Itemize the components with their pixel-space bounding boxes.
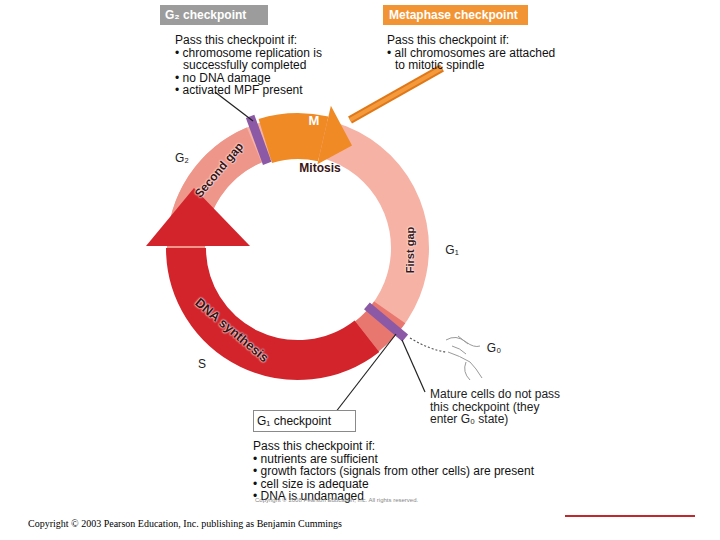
phase-name: Mitosis bbox=[299, 161, 340, 175]
copyright-note: Copyright © 2003 Pearson Education, Inc.… bbox=[28, 518, 342, 529]
condition-intro: Pass this checkpoint if: bbox=[253, 440, 583, 453]
footer-rule bbox=[565, 515, 695, 517]
condition-bullet: • activated MPF present bbox=[175, 84, 333, 97]
phase-name: First gap bbox=[404, 227, 416, 273]
condition-bullet: • all chromosomes are attached to mitoti… bbox=[387, 47, 560, 72]
checkpoint-heading: G₂ checkpoint bbox=[160, 5, 268, 25]
condition-intro: Pass this checkpoint if: bbox=[387, 34, 552, 47]
checkpoint-box: Metaphase checkpointPass this checkpoint… bbox=[383, 5, 558, 72]
condition-bullet: • cell size is adequate bbox=[253, 478, 591, 491]
g1-checkpoint-bar bbox=[367, 306, 405, 338]
condition-bullet: • no DNA damage bbox=[175, 72, 333, 85]
checkpoint-box: G₁ checkpointPass this checkpoint if:• n… bbox=[253, 410, 593, 503]
leader-line bbox=[402, 340, 425, 392]
phase-symbol: G₁ bbox=[445, 243, 458, 257]
checkpoint-box: G₂ checkpointPass this checkpoint if:• c… bbox=[160, 5, 345, 97]
condition-intro: Pass this checkpoint if: bbox=[175, 34, 325, 47]
phase-letter: M bbox=[296, 108, 332, 134]
g0-exit-path bbox=[410, 338, 446, 352]
condition-bullet: • growth factors (signals from other cel… bbox=[253, 465, 591, 478]
hand-sketch bbox=[446, 336, 482, 380]
condition-bullet: • chromosome replication is successfully… bbox=[175, 47, 333, 72]
checkpoint-heading: Metaphase checkpoint bbox=[383, 5, 528, 25]
leader-line bbox=[335, 334, 396, 413]
metaphase-pointer bbox=[350, 68, 442, 120]
g2-checkpoint-bar bbox=[250, 116, 267, 163]
phase-symbol: G₂ bbox=[175, 151, 189, 165]
copyright-note: Copyright © 2008 Pearson Education, Inc.… bbox=[255, 497, 418, 503]
phase-symbol: G₀ bbox=[487, 341, 501, 355]
condition-bullet: • nutrients are sufficient bbox=[253, 453, 591, 466]
phase-segment: M bbox=[296, 108, 332, 134]
note-text: Mature cells do not pass this checkpoint… bbox=[430, 388, 564, 426]
m-phase-arrowhead bbox=[317, 106, 352, 164]
phase-symbol: S bbox=[198, 357, 206, 371]
metaphase-pointer-highlight bbox=[350, 68, 442, 120]
m-phase-band bbox=[265, 136, 323, 141]
checkpoint-heading: G₁ checkpoint bbox=[253, 410, 356, 432]
